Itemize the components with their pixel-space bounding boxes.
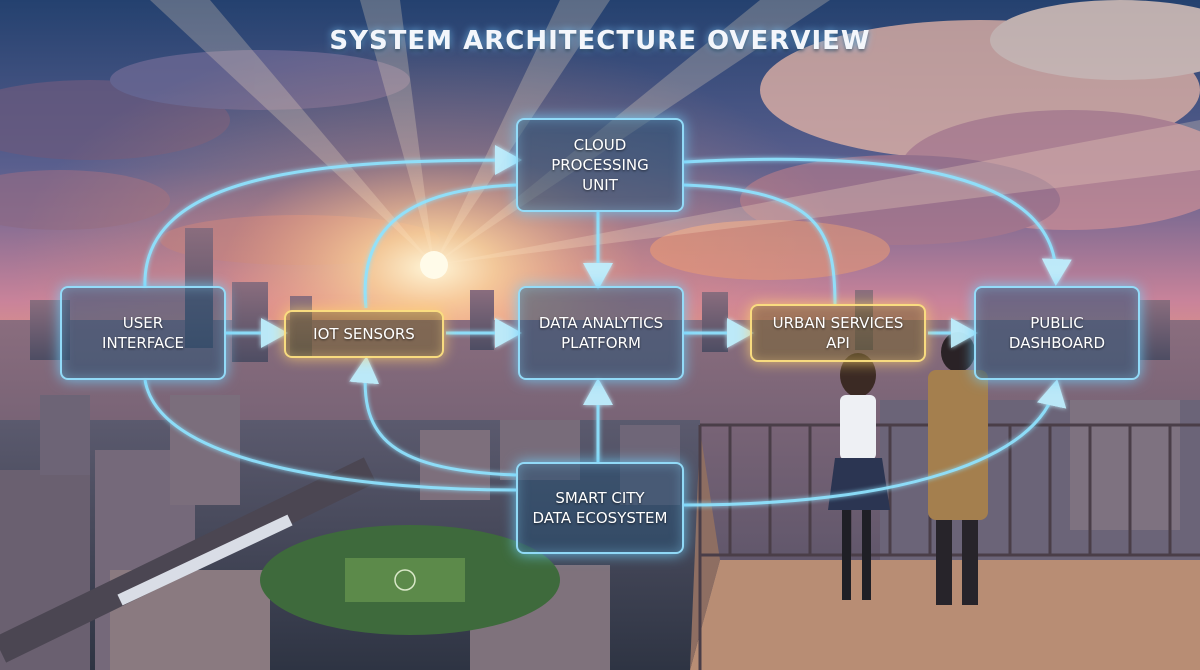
node-label: URBAN SERVICES API — [772, 314, 904, 352]
connector-ui-to-ecosystem — [143, 379, 517, 492]
park — [260, 525, 560, 635]
node-label: IOT SENSORS — [313, 325, 415, 343]
node-label: CLOUD PROCESSING UNIT — [551, 136, 649, 194]
node-user-interface: USER INTERFACE — [60, 286, 226, 380]
diagram-title: SYSTEM ARCHITECTURE OVERVIEW — [329, 26, 871, 56]
node-label: USER INTERFACE — [102, 314, 184, 352]
node-cloud-processing-unit: CLOUD PROCESSING UNIT — [516, 118, 684, 212]
person-girl — [828, 353, 890, 600]
node-public-dashboard: PUBLIC DASHBOARD — [974, 286, 1140, 380]
connectors — [143, 145, 1072, 507]
node-data-analytics-platform: DATA ANALYTICS PLATFORM — [518, 286, 684, 380]
node-urban-services-api: URBAN SERVICES API — [750, 304, 926, 362]
rooftop — [690, 423, 1200, 670]
person-man — [928, 332, 988, 605]
connector-cloud-to-iot — [363, 183, 517, 309]
node-label: SMART CITY DATA ECOSYSTEM — [532, 489, 668, 527]
railway — [0, 457, 377, 663]
connector-ecosystem-to-iot — [349, 356, 517, 477]
connector-cloud-to-dashboard — [683, 157, 1072, 286]
connector-ecosystem-to-dashboard — [683, 379, 1067, 507]
node-label: PUBLIC DASHBOARD — [1008, 314, 1106, 352]
node-label: DATA ANALYTICS PLATFORM — [538, 314, 664, 352]
connector-ui-to-cloud — [143, 145, 522, 289]
node-iot-sensors: IOT SENSORS — [284, 310, 444, 358]
connector-cloud-to-urban — [683, 183, 837, 306]
sun — [420, 251, 448, 279]
node-smart-city-data-ecosystem: SMART CITY DATA ECOSYSTEM — [516, 462, 684, 554]
